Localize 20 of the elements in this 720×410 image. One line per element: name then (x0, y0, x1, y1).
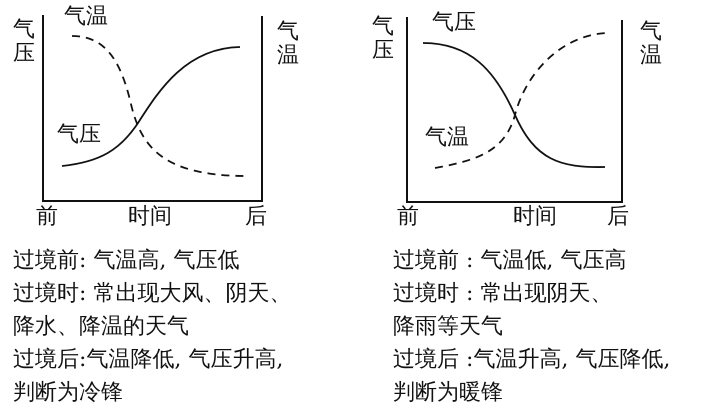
axis-label: 前 (397, 205, 419, 230)
note-text: 过境时: 常出现大风、阴天、降水、降温的天气 (13, 280, 292, 341)
note-text: 过境后:气温降低, 气压升高, 判断为冷锋 (13, 346, 284, 407)
axis-label: 时间 (128, 205, 172, 230)
axis-title: 气压 (13, 18, 35, 66)
note-text: 过境前: 气温高, 气压低 (13, 247, 240, 275)
axis-title: 气温 (640, 20, 662, 68)
curve-label: 气压 (57, 123, 101, 148)
axis-label: 时间 (513, 205, 557, 230)
axis-title: 气压 (372, 15, 394, 64)
axis-label: 后 (607, 205, 629, 230)
note-text: 过境前 : 气温低, 气压高 (393, 247, 626, 275)
curve-label: 气温 (425, 126, 469, 150)
axis-label: 前 (36, 205, 58, 230)
curve-label: 气压 (432, 11, 476, 36)
axis-label: 后 (245, 205, 267, 230)
note-text: 过境后 :气温升高, 气压降低, 判断为暖锋 (393, 346, 672, 407)
axis-title: 气温 (277, 20, 299, 68)
curve-label: 气温 (64, 5, 108, 30)
note-text: 过境时 : 常出现阴天、降雨等天气 (393, 280, 614, 341)
